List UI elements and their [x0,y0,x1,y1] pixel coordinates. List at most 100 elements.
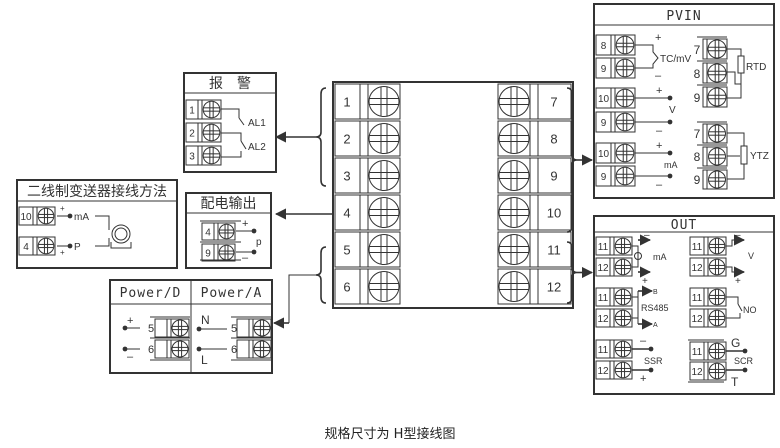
relay-contact [238,117,245,126]
terminal-screw-box [707,257,727,277]
ytz-terminal-number: 8 [694,150,701,164]
power-terminal-number: 6 [148,344,154,356]
screw-icon [707,63,727,83]
two-wire-transmitter-panel [16,179,178,269]
screw-icon [614,258,632,276]
terminal-screw-box [497,157,531,194]
screw-icon [202,146,221,165]
terminal-separator [529,120,539,157]
pin-t: T [731,375,739,389]
screw-head [202,100,221,119]
ytz-wire [727,164,745,180]
screw-head [615,88,635,108]
screw-head [498,123,530,154]
screw-icon [614,361,632,379]
terminal-screw-box [614,111,636,133]
sign-plus: + [242,218,248,230]
sign-minus: – [242,252,249,264]
terminal-separator [610,142,616,164]
terminal-number: 11 [598,242,609,253]
screw-head [614,361,632,379]
sign-plus: + [60,248,65,257]
terminal-number: 3 [189,152,195,163]
pvin-panel [593,3,775,199]
screw-head [368,86,400,117]
screw-icon [707,39,727,59]
screw-icon [37,237,55,255]
sign-plus: + [655,32,661,44]
terminal-screw-box [201,145,222,166]
terminal-number: 11 [692,242,703,253]
screw-icon [368,271,400,302]
terminal-number: 11 [598,345,609,356]
terminal-separator [359,120,369,157]
screw-head [708,258,726,276]
terminal-screw-box [252,339,272,359]
screw-head [707,63,727,83]
screw-head [614,340,632,358]
screw-head [37,207,55,225]
terminal-separator [529,157,539,194]
terminal-dot [251,228,257,234]
sign-minus: – [655,70,662,82]
sign-minus: – [644,230,650,241]
terminal-separator [359,157,369,194]
terminal-separator [359,194,369,231]
screw-icon [37,207,55,225]
label-scr: SCR [734,356,754,366]
main-terminal-number: 2 [343,132,350,147]
screw-head [707,87,727,107]
terminal-separator [609,360,615,380]
terminal-number: 12 [597,366,609,377]
terminal-separator [703,361,709,381]
screw-icon [614,288,632,306]
terminal-screw-box [614,142,636,164]
current-source-icon [634,252,642,260]
label-n: N [201,313,210,327]
label-ma: mA [74,212,89,223]
screw-icon [708,124,726,143]
screw-head [368,123,400,154]
terminal-separator [529,268,539,305]
terminal-screw-box [613,308,633,328]
wire [632,296,639,319]
screw-icon [708,309,726,327]
screw-icon [614,309,632,327]
terminal-screw-box [613,236,633,256]
sign-minus: – [656,179,663,191]
terminal-separator [703,341,709,361]
terminal-separator [702,38,708,60]
screw-head [498,197,530,228]
terminal-screw-box [706,62,728,84]
pvin-tc-terminal [595,57,636,79]
screw-icon [253,340,271,358]
terminal-separator [702,86,708,108]
brace-terminals-5-6 [315,246,327,304]
screw-icon [368,234,400,265]
terminal-screw-box [614,165,636,187]
terminal-separator [529,231,539,268]
label-p: p [256,237,262,248]
screw-icon [368,86,400,117]
terminal-dot [67,213,73,219]
main-terminal-number: 6 [343,280,350,295]
label-v: V [748,251,754,261]
sign-plus: + [656,85,662,97]
label-ma: mA [664,160,678,170]
screw-head [171,319,189,337]
power-terminal-number: 6 [231,344,237,356]
terminal-number: 9 [205,249,211,260]
terminal-dot [742,367,748,373]
pin-a: A [653,322,658,329]
terminal-separator [197,99,203,120]
sign-minus: – [640,335,647,347]
rtd-terminal-number: 9 [694,91,701,105]
pin-b: B [653,289,658,296]
terminal-screw-box [706,38,728,60]
terminal-separator [529,194,539,231]
rtd-terminal-number: 7 [694,43,701,57]
terminal-number-box [537,157,572,194]
sign-plus: + [642,276,648,287]
power-terminal-number: 5 [148,323,154,335]
